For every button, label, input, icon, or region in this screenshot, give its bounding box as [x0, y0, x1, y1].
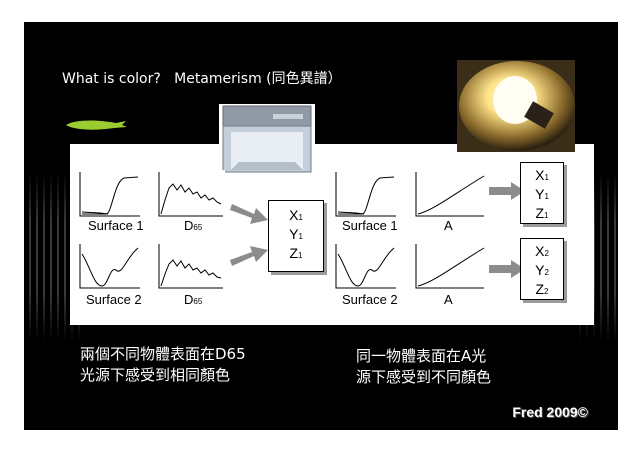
xyz-result-box-right-2: X2 Y2 Z2 [520, 238, 564, 300]
surface1-reflectance-plot-left [78, 170, 142, 218]
xyz-result-box-left: X1 Y1 Z1 [268, 200, 324, 272]
arrow-icon [230, 244, 270, 270]
illuminant-a-plot-top [414, 170, 486, 218]
d65-spectrum-plot-bottom [157, 242, 225, 290]
diagram-panel [70, 144, 594, 325]
light-bulb-image [457, 60, 575, 152]
xyz-result-box-right-1: X1 Y1 Z1 [520, 162, 564, 224]
d65-label-bottom: D65 [184, 292, 202, 307]
arrow-icon [230, 200, 270, 226]
a-label-bottom: A [444, 292, 453, 307]
surface1-label-right: Surface 1 [342, 218, 398, 233]
d65-spectrum-plot-top [157, 170, 225, 218]
a-label-top: A [444, 218, 453, 233]
surface2-label-left: Surface 2 [86, 292, 142, 307]
footer-credit: Fred 2009© [512, 404, 588, 420]
slide-title: What is color? Metamerism (同色異譜） [62, 68, 342, 88]
light-booth-image [219, 104, 315, 176]
d65-label-top: D65 [184, 218, 202, 233]
illuminant-a-plot-bottom [414, 242, 486, 290]
caption-right: 同一物體表面在A光源下感受到不同顏色 [356, 346, 491, 388]
surface2-reflectance-plot-left [78, 242, 142, 290]
surface2-reflectance-plot-right [334, 242, 398, 290]
surface1-label-left: Surface 1 [88, 218, 144, 233]
slide: What is color? Metamerism (同色異譜） [24, 22, 618, 430]
surface2-label-right: Surface 2 [342, 292, 398, 307]
surface1-reflectance-plot-right [334, 170, 398, 218]
green-brush-stroke [64, 118, 128, 132]
